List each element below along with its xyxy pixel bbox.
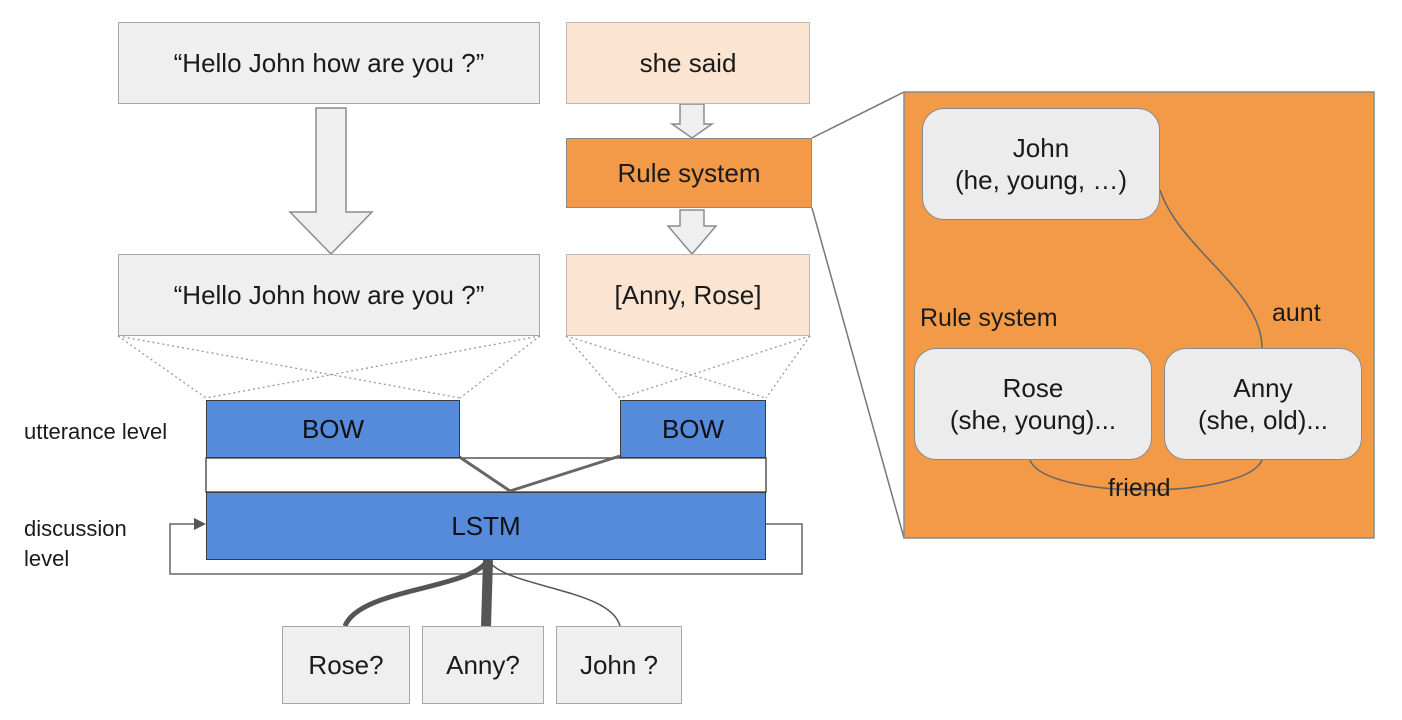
- lstm-label: LSTM: [451, 510, 521, 541]
- node-john-attrs: (he, young, …): [955, 165, 1127, 195]
- bow-left-box: BOW: [206, 400, 460, 458]
- processed-utterance-box: “Hello John how are you ?”: [118, 254, 540, 336]
- node-rose: Rose (she, young)...: [914, 348, 1152, 460]
- rule-panel-title: Rule system: [920, 304, 1058, 332]
- bow-right-box: BOW: [620, 400, 766, 458]
- rule-system-box: Rule system: [566, 138, 812, 208]
- discussion-level-label-line2: level: [24, 546, 70, 571]
- bow-to-lstm-lines: [457, 454, 621, 493]
- down-arrow-rule: [666, 209, 718, 256]
- context-text: she said: [639, 47, 737, 78]
- edge-aunt-label: aunt: [1272, 299, 1321, 327]
- pooling-lines-left: [117, 335, 541, 399]
- utterance-level-label: utterance level: [24, 419, 168, 444]
- candidates-text: [Anny, Rose]: [614, 279, 762, 310]
- edge-friend-line: [1029, 459, 1263, 491]
- recurrent-arrowhead: [194, 518, 206, 530]
- pooling-lines-right: [565, 335, 811, 399]
- output-rose-label: Rose?: [308, 649, 384, 680]
- discussion-level-label-line1: discussion: [24, 516, 127, 541]
- output-anny-box: Anny?: [422, 626, 544, 704]
- edge-friend-label: friend: [1108, 474, 1171, 502]
- processed-utterance-text: “Hello John how are you ?”: [173, 279, 485, 310]
- node-anny-name: Anny: [1233, 372, 1293, 403]
- bow-right-label: BOW: [661, 413, 725, 444]
- node-john: John (he, young, …): [922, 108, 1160, 220]
- edge-aunt-line: [1159, 189, 1263, 349]
- candidates-box: [Anny, Rose]: [566, 254, 810, 336]
- output-anny-label: Anny?: [446, 649, 520, 680]
- node-rose-attrs: (she, young)...: [949, 405, 1117, 435]
- output-john-label: John ?: [579, 649, 659, 680]
- input-utterance-text: “Hello John how are you ?”: [173, 47, 485, 78]
- rule-system-label: Rule system: [617, 157, 761, 188]
- down-arrow-context: [669, 103, 715, 139]
- bow-left-label: BOW: [301, 413, 365, 444]
- node-rose-name: Rose: [1002, 372, 1064, 403]
- down-arrow-left: [288, 107, 374, 256]
- lstm-box: LSTM: [206, 492, 766, 560]
- output-rose-box: Rose?: [282, 626, 410, 704]
- node-anny: Anny (she, old)...: [1164, 348, 1362, 460]
- output-john-box: John ?: [556, 626, 682, 704]
- node-anny-attrs: (she, old)...: [1197, 405, 1329, 435]
- output-lines: [342, 558, 621, 628]
- node-john-name: John: [1012, 132, 1070, 163]
- input-utterance-box: “Hello John how are you ?”: [118, 22, 540, 104]
- zoom-lines: [811, 91, 905, 539]
- context-box: she said: [566, 22, 810, 104]
